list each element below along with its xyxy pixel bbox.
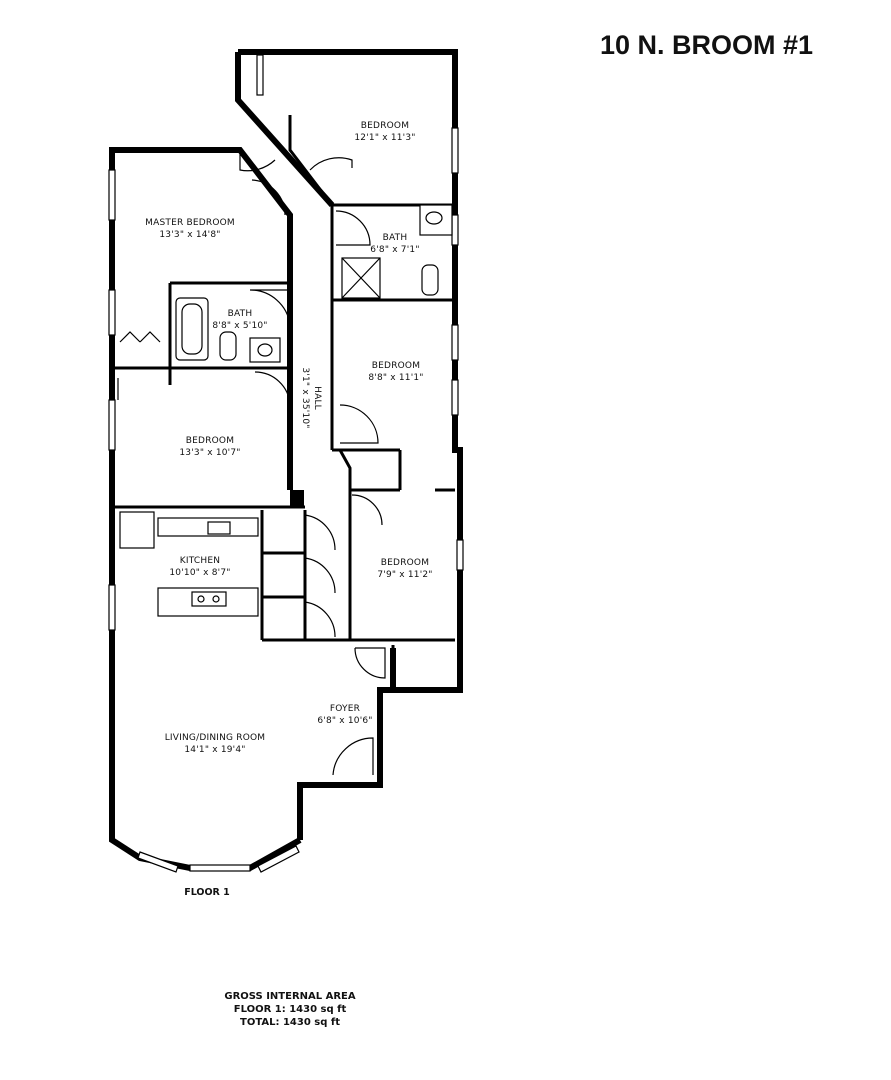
area-floor: FLOOR 1: 1430 sq ft xyxy=(233,1004,347,1015)
room-dims-kitchen: 10'10" x 8'7" xyxy=(169,568,230,578)
doors xyxy=(239,150,386,776)
room-name-bedroom-top: BEDROOM xyxy=(361,121,409,131)
room-dims-bath-master: 8'8" x 5'10" xyxy=(212,321,267,331)
room-name-bedroom-mid: BEDROOM xyxy=(372,361,420,371)
room-dims-hall: 3'1" x 35'10" xyxy=(300,367,310,428)
floor-label: FLOOR 1 xyxy=(184,887,230,898)
room-name-bedroom-left: BEDROOM xyxy=(186,436,234,446)
room-dims-bath-right: 6'8" x 7'1" xyxy=(370,245,419,255)
page-title: 10 N. BROOM #1 xyxy=(600,30,814,60)
room-name-hall: HALL xyxy=(312,386,322,410)
interior-walls xyxy=(112,115,455,690)
room-dims-bedroom-left: 13'3" x 10'7" xyxy=(179,448,240,458)
room-name-foyer: FOYER xyxy=(330,704,360,714)
room-dims-bedroom-mid: 8'8" x 11'1" xyxy=(368,373,423,383)
room-name-bedroom-small: BEDROOM xyxy=(381,558,429,568)
room-labels: BEDROOM 12'1" x 11'3" MASTER BEDROOM 13'… xyxy=(145,121,432,898)
room-name-bath-right: BATH xyxy=(383,233,408,243)
area-summary: GROSS INTERNAL AREA FLOOR 1: 1430 sq ft … xyxy=(180,990,400,1029)
room-dims-living: 14'1" x 19'4" xyxy=(184,745,245,755)
exterior-walls xyxy=(109,49,463,871)
room-dims-bedroom-top: 12'1" x 11'3" xyxy=(354,133,415,143)
room-dims-master: 13'3" x 14'8" xyxy=(159,230,220,240)
fixtures xyxy=(117,204,453,617)
room-dims-bedroom-small: 7'9" x 11'2" xyxy=(377,570,432,580)
room-name-living: LIVING/DINING ROOM xyxy=(165,733,266,743)
area-total: TOTAL: 1430 sq ft xyxy=(240,1017,340,1028)
windows xyxy=(108,54,464,873)
area-heading: GROSS INTERNAL AREA xyxy=(224,991,356,1002)
room-name-bath-master: BATH xyxy=(228,309,253,319)
room-name-kitchen: KITCHEN xyxy=(180,556,220,566)
room-name-master: MASTER BEDROOM xyxy=(145,218,235,228)
room-dims-foyer: 6'8" x 10'6" xyxy=(317,716,372,726)
